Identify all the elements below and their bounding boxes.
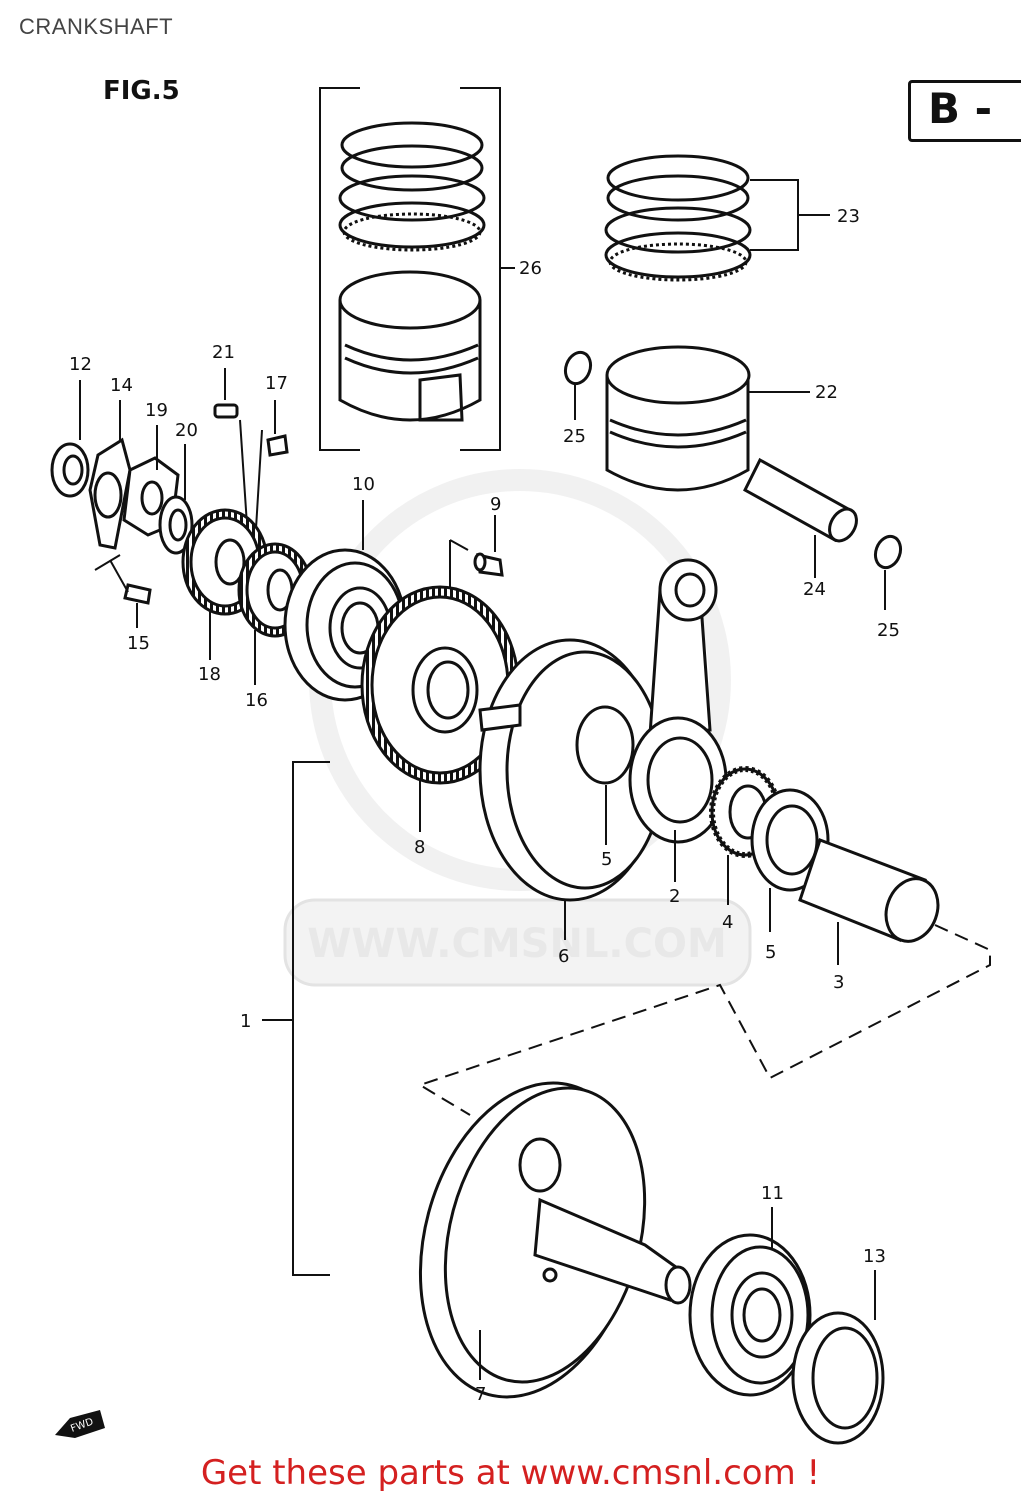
callout-1: 1 xyxy=(240,1011,251,1032)
piston-set-26-bracket xyxy=(319,87,515,451)
section-label-box xyxy=(908,80,1021,142)
oil-seal-12 xyxy=(50,442,90,498)
piston-22 xyxy=(605,345,751,492)
circlip-25-left xyxy=(563,350,593,420)
oil-seal-13 xyxy=(791,1311,885,1445)
callout-5b: 5 xyxy=(765,942,776,963)
get-parts-link[interactable]: Get these parts at www.cmsnl.com ! xyxy=(200,1453,821,1493)
callout-22: 22 xyxy=(815,382,838,403)
key-21 xyxy=(213,403,239,419)
crankshaft-assy-bracket xyxy=(262,761,330,1276)
callout-23: 23 xyxy=(837,206,860,227)
piston-rings-26 xyxy=(338,121,486,252)
bolt-15 xyxy=(109,559,152,605)
callout-3: 3 xyxy=(833,972,844,993)
callout-21: 21 xyxy=(212,342,235,363)
callout-14: 14 xyxy=(110,375,133,396)
callout-16: 16 xyxy=(245,690,268,711)
forward-arrow-icon: FWD xyxy=(55,1410,105,1438)
piston-pin-24 xyxy=(743,457,858,543)
key-17 xyxy=(266,434,289,457)
crank-web-7 xyxy=(418,1081,692,1399)
callout-18: 18 xyxy=(198,664,221,685)
crank-pin-3 xyxy=(798,838,940,943)
circlip-25-right xyxy=(873,534,903,610)
svg-text:WWW.CMSNL.COM: WWW.CMSNL.COM xyxy=(307,921,727,967)
bearing-11 xyxy=(688,1233,812,1397)
bearing-10 xyxy=(283,548,407,702)
figure-label: FIG.5 xyxy=(103,76,180,106)
section-label: B - xyxy=(928,84,993,133)
callout-6: 6 xyxy=(558,946,569,967)
callout-2: 2 xyxy=(669,886,680,907)
connecting-rod-2 xyxy=(628,558,728,844)
pin-9 xyxy=(473,552,504,577)
callout-12: 12 xyxy=(69,354,92,375)
callout-25b: 25 xyxy=(877,620,900,641)
callout-20: 20 xyxy=(175,420,198,441)
rings-23-bracket xyxy=(750,179,830,251)
page-title: CRANKSHAFT xyxy=(19,14,174,39)
callout-8: 8 xyxy=(414,837,425,858)
callout-19: 19 xyxy=(145,400,168,421)
callout-5a: 5 xyxy=(601,849,612,870)
callout-13: 13 xyxy=(863,1246,886,1267)
washer-20 xyxy=(158,495,194,555)
callout-25a: 25 xyxy=(563,426,586,447)
callouts: 1 2 3 4 5 5 6 7 8 9 10 11 12 13 14 15 16… xyxy=(69,206,900,1405)
callout-7: 7 xyxy=(475,1384,486,1405)
callout-26: 26 xyxy=(519,258,542,279)
callout-10: 10 xyxy=(352,474,375,495)
leader-15a xyxy=(94,554,121,571)
thrust-washer-5 xyxy=(750,788,830,892)
callout-17: 17 xyxy=(265,373,288,394)
callout-15: 15 xyxy=(127,633,150,654)
callout-24: 24 xyxy=(803,579,826,600)
piston-26 xyxy=(338,270,482,422)
callout-9: 9 xyxy=(490,494,501,515)
gear-8 xyxy=(360,585,520,785)
callout-4: 4 xyxy=(722,912,733,933)
callout-11: 11 xyxy=(761,1183,784,1204)
piston-rings-23 xyxy=(604,154,752,282)
retainer-plate-14 xyxy=(88,437,132,550)
